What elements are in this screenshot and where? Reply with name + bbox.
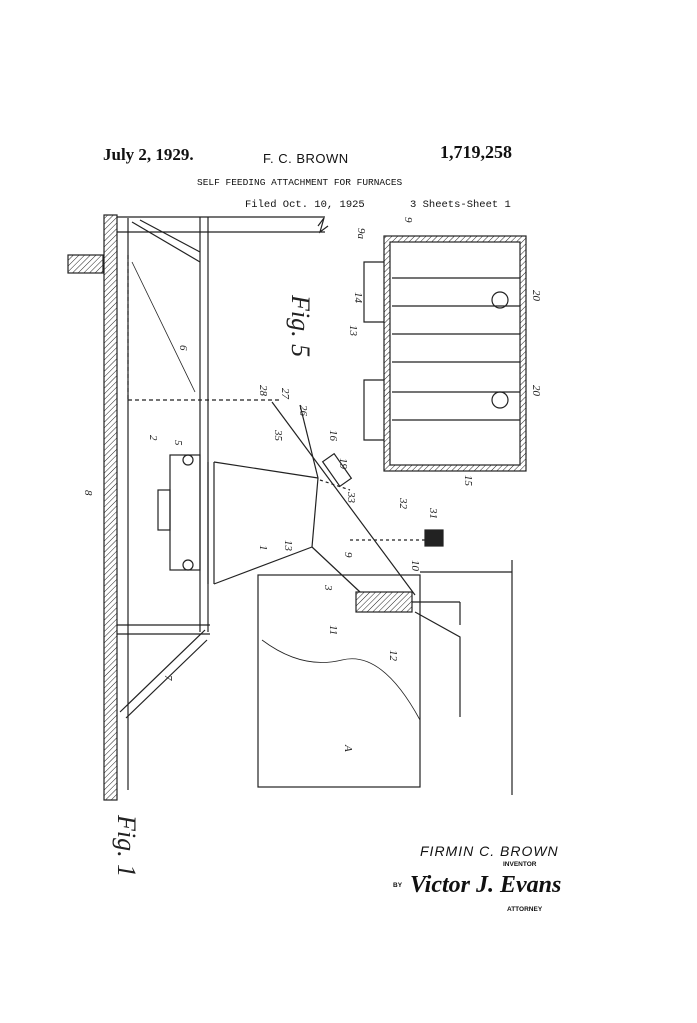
numeral-35: 35 bbox=[272, 429, 284, 442]
inventor-signature: FIRMIN C. BROWN bbox=[420, 843, 559, 859]
numeral-3: 3 bbox=[322, 584, 334, 591]
by-label: BY bbox=[393, 882, 403, 889]
inventor-heading: F. C. BROWN bbox=[263, 151, 349, 166]
fig1-drawing bbox=[67, 214, 513, 801]
numeral-9: 9 bbox=[342, 552, 354, 558]
fig5-label: Fig. 5 bbox=[286, 294, 315, 357]
attorney-label: ATTORNEY bbox=[507, 906, 543, 913]
numeral-13: 13 bbox=[282, 540, 294, 552]
numeral-20b: 20 bbox=[530, 385, 542, 397]
numeral-9a: 9a bbox=[355, 228, 367, 240]
patent-number: 1,719,258 bbox=[440, 142, 512, 162]
patent-date: July 2, 1929. bbox=[103, 145, 194, 164]
numeral-15: 15 bbox=[462, 475, 474, 487]
inventor-label: INVENTOR bbox=[503, 861, 537, 868]
numeral-9-fig5: 9 bbox=[402, 217, 414, 223]
attorney-signature: Victor J. Evans bbox=[410, 872, 562, 898]
numeral-33: 33 bbox=[345, 491, 357, 504]
wall-stub bbox=[67, 254, 104, 274]
numeral-11: 11 bbox=[327, 625, 339, 635]
numeral-2: 2 bbox=[147, 435, 159, 441]
fig5-drawing bbox=[363, 235, 527, 472]
numeral-12: 12 bbox=[387, 650, 399, 662]
numeral-27: 27 bbox=[279, 388, 291, 400]
sheet-count: 3 Sheets-Sheet 1 bbox=[410, 199, 511, 211]
numeral-31: 31 bbox=[427, 507, 439, 519]
numeral-16: 16 bbox=[327, 430, 339, 442]
numeral-32: 32 bbox=[397, 497, 409, 510]
numeral-26: 26 bbox=[297, 405, 309, 417]
numeral-19: 19 bbox=[337, 458, 349, 470]
numeral-20a: 20 bbox=[530, 290, 542, 302]
patent-title: SELF FEEDING ATTACHMENT FOR FURNACES bbox=[197, 177, 403, 188]
numeral-1: 1 bbox=[257, 545, 269, 551]
numeral-8: 8 bbox=[82, 490, 94, 496]
numeral-7: 7 bbox=[162, 675, 174, 681]
numeral-5: 5 bbox=[172, 440, 184, 446]
numeral-14: 14 bbox=[352, 292, 364, 304]
numeral-13-fig5: 13 bbox=[347, 325, 359, 337]
numeral-28: 28 bbox=[257, 385, 269, 397]
numeral-A: A bbox=[342, 744, 354, 752]
numeral-10: 10 bbox=[409, 560, 421, 572]
numeral-6: 6 bbox=[177, 345, 189, 351]
filed-date: Filed Oct. 10, 1925 bbox=[245, 199, 365, 211]
joist bbox=[103, 214, 118, 801]
fig1-label: Fig. 1 bbox=[112, 814, 141, 877]
reference-numerals: 8 6 7 1 2 5 28 27 26 35 16 19 33 32 31 1… bbox=[82, 217, 542, 877]
